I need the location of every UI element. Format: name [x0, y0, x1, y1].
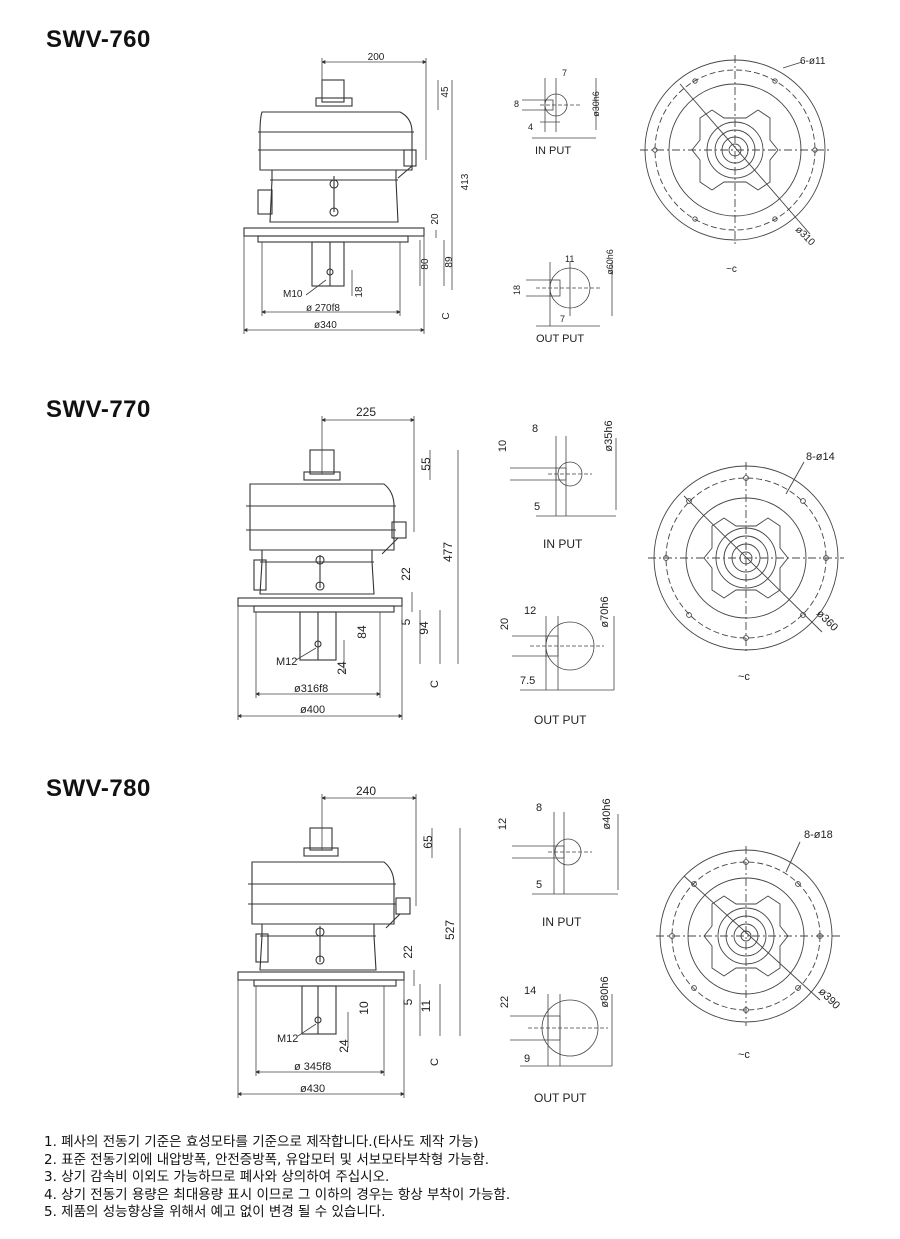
dimension-lines-780 — [237, 794, 461, 1098]
input-shaft-detail-770 — [510, 436, 617, 517]
dim-top-h-760: 45 — [440, 86, 451, 98]
dim-shaft-len-770: 84 — [355, 625, 369, 639]
dim-flange-t-780: 5 — [401, 998, 415, 1005]
input-k-760: 4 — [528, 122, 533, 132]
flange-top-view-780 — [656, 841, 840, 1026]
gearbox-side-view-780 — [237, 827, 411, 1035]
output-h-780: 22 — [499, 996, 511, 1008]
output-h-760: 18 — [512, 285, 522, 295]
flange-pcd-760: ø310 — [793, 224, 817, 248]
flange-c-770: ~c — [738, 671, 750, 683]
flange-pcd-780: ø390 — [816, 986, 842, 1012]
input-w-760: 7 — [562, 68, 567, 78]
gearbox-side-view-760 — [243, 79, 425, 287]
note-5: 5. 제품의 성능향상을 위해서 예고 없이 변경 될 수 있습니다. — [44, 1204, 386, 1221]
dim-shaft-total-770: 94 — [417, 621, 431, 635]
dim-shaft-len-780: 10 — [357, 1001, 371, 1015]
dim-pilot-770: ø316f8 — [294, 683, 328, 695]
flange-top-view-760 — [640, 55, 830, 245]
flange-holes-760: 6-ø11 — [800, 56, 826, 67]
dim-total-h-780: 527 — [443, 920, 457, 940]
dim-top-width-770: 225 — [356, 405, 376, 419]
dim-shaft-total-760: 89 — [444, 256, 455, 268]
output-shaft-detail-760 — [526, 262, 613, 327]
note-3: 3. 상기 감속비 이외도 가능하므로 폐사와 상의하여 주십시오. — [44, 1169, 390, 1186]
output-label-770: OUT PUT — [534, 713, 587, 727]
flange-top-view-770 — [648, 461, 844, 654]
output-label-760: OUT PUT — [536, 333, 584, 345]
dim-flange-d-760: ø340 — [314, 320, 337, 331]
dim-tap-760: M10 — [283, 289, 303, 300]
input-label-770: IN PUT — [543, 537, 583, 551]
output-w-780: 14 — [524, 985, 536, 997]
dim-total-h-770: 477 — [441, 542, 455, 562]
output-w-770: 12 — [524, 605, 536, 617]
dim-key-depth-770: 24 — [335, 661, 349, 675]
input-label-760: IN PUT — [535, 145, 571, 157]
dim-top-width-780: 240 — [356, 784, 376, 798]
model-title-swv760: SWV-760 — [46, 26, 151, 53]
dim-tap-780: M12 — [277, 1033, 298, 1045]
flange-holes-780: 8-ø18 — [804, 829, 833, 841]
notes-list: 1. 폐사의 전동기 기준은 효성모타를 기준으로 제작합니다.(타사도 제작 … — [44, 1134, 510, 1222]
flange-c-780: ~c — [738, 1049, 750, 1061]
input-h-780: 12 — [497, 818, 509, 830]
input-shaft-770: ø35h6 — [603, 420, 615, 451]
dim-shaft-len-760: 80 — [420, 258, 431, 270]
input-shaft-780: ø40h6 — [601, 798, 613, 829]
output-label-780: OUT PUT — [534, 1091, 587, 1105]
output-shaft-780: ø80h6 — [599, 976, 611, 1007]
output-k-760: 7 — [560, 314, 565, 324]
output-shaft-770: ø70h6 — [599, 596, 611, 627]
flange-pcd-770: ø360 — [814, 608, 840, 634]
input-shaft-760: ø30h6 — [591, 91, 601, 117]
output-k-780: 9 — [524, 1053, 530, 1065]
dim-c-780: C — [429, 1058, 441, 1066]
dimension-lines-770 — [237, 416, 459, 720]
input-w-780: 8 — [536, 802, 542, 814]
flange-holes-770: 8-ø14 — [806, 451, 835, 463]
dim-key-depth-780: 24 — [337, 1039, 351, 1053]
dimension-lines-760 — [243, 58, 453, 334]
output-shaft-detail-780 — [510, 994, 613, 1067]
model-title-swv780: SWV-780 — [46, 775, 151, 802]
input-w-770: 8 — [532, 423, 538, 435]
dim-flange-h-770: 22 — [399, 567, 413, 581]
model-title-swv770: SWV-770 — [46, 396, 151, 423]
dim-shaft-total-780: 11 — [419, 999, 433, 1012]
dim-key-depth-760: 18 — [354, 286, 365, 298]
flange-c-760: ~c — [726, 264, 737, 275]
dim-pilot-760: ø 270f8 — [306, 303, 340, 314]
note-1: 1. 폐사의 전동기 기준은 효성모타를 기준으로 제작합니다.(타사도 제작 … — [44, 1134, 479, 1150]
output-k-770: 7.5 — [520, 675, 535, 687]
input-k-780: 5 — [536, 879, 542, 891]
dim-top-width-760: 200 — [368, 52, 385, 63]
dim-flange-h-760: 20 — [430, 213, 441, 225]
output-shaft-760: ø60h6 — [605, 249, 615, 275]
dim-c-760: C — [441, 312, 452, 319]
note-4: 4. 상기 전동기 용량은 최대용량 표시 이므로 그 이하의 경우는 항상 부… — [44, 1186, 511, 1203]
note-2: 2. 표준 전동기외에 내압방폭, 안전증방폭, 유압모터 및 서보모타부착형 … — [44, 1151, 490, 1168]
dim-flange-h-780: 22 — [401, 945, 415, 959]
dim-flange-t-770: 5 — [399, 618, 413, 625]
dim-flange-d-770: ø400 — [300, 704, 325, 716]
input-shaft-detail-760 — [522, 78, 597, 139]
output-w-760: 11 — [565, 254, 574, 264]
dim-top-h-770: 55 — [419, 457, 433, 471]
input-label-780: IN PUT — [542, 915, 582, 929]
output-h-770: 20 — [499, 618, 511, 630]
input-h-760: 8 — [514, 99, 519, 109]
output-shaft-detail-770 — [512, 616, 615, 691]
input-k-770: 5 — [534, 501, 540, 513]
input-shaft-detail-780 — [512, 812, 619, 895]
dim-top-h-780: 65 — [421, 835, 435, 849]
dim-pilot-780: ø 345f8 — [294, 1061, 331, 1073]
dim-flange-d-780: ø430 — [300, 1083, 325, 1095]
dim-total-h-760: 413 — [460, 173, 471, 190]
dim-tap-770: M12 — [276, 656, 297, 668]
input-h-770: 10 — [497, 440, 509, 452]
gearbox-side-view-770 — [237, 449, 407, 661]
dim-c-770: C — [429, 680, 441, 688]
